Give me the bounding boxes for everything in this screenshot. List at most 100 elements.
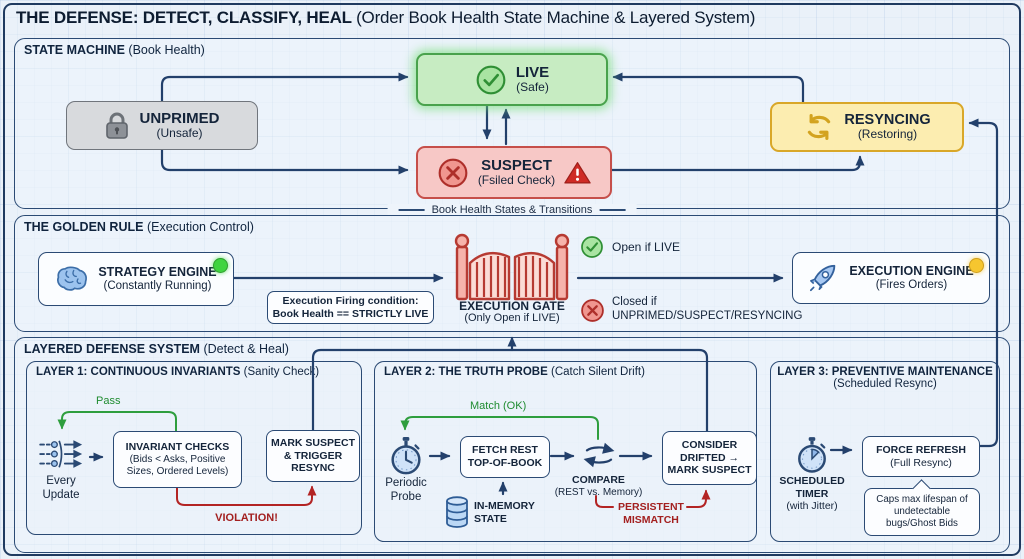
scheduled-timer-line3: (with Jitter) xyxy=(786,500,838,513)
periodic-probe-line1: Periodic xyxy=(385,477,427,489)
fetch-rest-box: FETCH REST TOP-OF-BOOK xyxy=(460,436,550,478)
state-unprimed: UNPRIMED (Unsafe) xyxy=(66,101,258,150)
scheduled-timer-line1: SCHEDULED xyxy=(779,475,845,487)
force-refresh-line2: (Full Resync) xyxy=(890,456,952,469)
live-label: LIVE xyxy=(515,63,550,81)
layer2-header-rest: (Catch Silent Drift) xyxy=(551,366,645,378)
unprimed-label: UNPRIMED xyxy=(139,109,220,127)
warning-triangle-icon xyxy=(564,161,591,184)
running-status-dot xyxy=(213,258,228,273)
match-ok-label: Match (OK) xyxy=(470,400,527,412)
closed-x-icon xyxy=(581,299,604,322)
force-refresh-line1: FORCE REFRESH xyxy=(876,443,966,456)
lifespan-note-bubble: Caps max lifespan of undetectable bugs/G… xyxy=(864,488,980,536)
periodic-probe-line2: Probe xyxy=(390,490,422,503)
persistent-mismatch-label: PERSISTENT MISMATCH xyxy=(614,501,688,526)
x-circle-icon xyxy=(438,158,468,187)
layer2-header-bold: LAYER 2: THE TRUTH PROBE xyxy=(384,366,548,378)
live-sublabel: (Safe) xyxy=(516,80,549,95)
layer2-header: LAYER 2: THE TRUTH PROBE (Catch Silent D… xyxy=(384,366,645,378)
title-main: THE DEFENSE: DETECT, CLASSIFY, HEAL xyxy=(16,8,352,27)
state-machine-header-rest: (Book Health) xyxy=(128,43,205,57)
scheduled-clock-icon xyxy=(798,437,826,473)
check-circle-icon xyxy=(476,65,506,94)
strategy-engine-sublabel: (Constantly Running) xyxy=(103,279,212,292)
open-check-icon xyxy=(581,236,603,258)
firing-condition-line2: Book Health == STRICTLY LIVE xyxy=(272,307,429,320)
database-icon xyxy=(446,496,468,528)
closed-rule-line2: UNPRIMED/SUSPECT/RESYNCING xyxy=(612,310,803,322)
compare-line1: COMPARE xyxy=(572,474,625,486)
in-memory-line2: STATE xyxy=(474,512,507,525)
mark-suspect-line3: RESYNC xyxy=(291,462,335,475)
scheduled-timer-label: SCHEDULED TIMER (with Jitter) xyxy=(774,475,850,513)
resyncing-sublabel: (Restoring) xyxy=(857,127,918,142)
execution-engine-label: EXECUTION ENGINE xyxy=(849,264,974,279)
golden-rule-header-bold: THE GOLDEN RULE xyxy=(24,220,144,234)
state-resyncing: RESYNCING (Restoring) xyxy=(770,102,964,152)
violation-label: VIOLATION! xyxy=(215,512,278,524)
layered-defense-header-bold: LAYERED DEFENSE SYSTEM xyxy=(24,342,200,356)
periodic-probe-label: Periodic Probe xyxy=(378,477,434,505)
invariant-checks-box: INVARIANT CHECKS (Bids < Asks, Positive … xyxy=(113,431,242,488)
state-suspect: SUSPECT (Fsiled Check) xyxy=(416,146,612,199)
idle-status-dot xyxy=(969,258,984,273)
consider-drifted-line3: MARK SUSPECT xyxy=(667,464,752,477)
compare-line2: (REST vs. Memory) xyxy=(554,486,643,498)
execution-engine-sublabel: (Fires Orders) xyxy=(875,278,948,291)
brain-icon xyxy=(57,266,88,291)
invariant-checks-line3: Sizes, Ordered Levels) xyxy=(126,465,229,477)
strategy-engine-label: STRATEGY ENGINE xyxy=(98,265,217,280)
consider-drifted-line2: DRIFTED → xyxy=(680,451,739,464)
unprimed-sublabel: (Unsafe) xyxy=(156,126,203,141)
lock-icon xyxy=(106,112,129,139)
firing-condition-note: Execution Firing condition: Book Health … xyxy=(267,291,434,324)
consider-drifted-line1: CONSIDER xyxy=(681,438,738,451)
layered-defense-header: LAYERED DEFENSE SYSTEM (Detect & Heal) xyxy=(24,342,289,356)
resyncing-label: RESYNCING xyxy=(844,111,931,128)
fetch-rest-line1: FETCH REST xyxy=(472,444,538,457)
title-sub: (Order Book Health State Machine & Layer… xyxy=(356,8,756,27)
in-memory-state-label: IN-MEMORY STATE xyxy=(474,500,535,525)
suspect-sublabel: (Fsiled Check) xyxy=(477,173,556,188)
page-title: THE DEFENSE: DETECT, CLASSIFY, HEAL (Ord… xyxy=(16,8,755,28)
state-machine-header-bold: STATE MACHINE xyxy=(24,43,125,57)
outer-frame xyxy=(3,3,1021,556)
firing-condition-line1: Execution Firing condition: xyxy=(282,294,419,307)
persistent-mismatch-line1: PERSISTENT xyxy=(618,501,684,513)
every-update-line1: Every xyxy=(46,475,76,487)
execution-gate-label: EXECUTION GATE xyxy=(459,299,565,313)
compare-arrows-icon xyxy=(583,442,615,468)
gate-icon xyxy=(454,233,570,301)
golden-rule-header: THE GOLDEN RULE (Execution Control) xyxy=(24,220,254,234)
mark-suspect-line1: MARK SUSPECT xyxy=(270,436,355,449)
layer1-header-bold: LAYER 1: CONTINUOUS INVARIANTS xyxy=(36,366,241,378)
in-memory-line1: IN-MEMORY xyxy=(474,500,535,512)
mark-suspect-box: MARK SUSPECT & TRIGGER RESYNC xyxy=(266,430,360,482)
consider-drifted-box: CONSIDER DRIFTED → MARK SUSPECT xyxy=(662,431,757,485)
closed-rule-line1: Closed if xyxy=(612,296,657,308)
sync-icon xyxy=(808,114,831,140)
layer3-header-bold: LAYER 3: PREVENTIVE MAINTENANCE xyxy=(777,366,993,378)
persistent-mismatch-line2: MISMATCH xyxy=(623,513,679,526)
rocket-icon xyxy=(810,264,836,292)
layer3-header: LAYER 3: PREVENTIVE MAINTENANCE (Schedul… xyxy=(771,366,999,390)
lifespan-note-line2: undetectable xyxy=(893,505,951,517)
suspect-label: SUSPECT xyxy=(481,156,552,174)
every-update-line2: Update xyxy=(42,488,80,501)
layer1-header: LAYER 1: CONTINUOUS INVARIANTS (Sanity C… xyxy=(36,366,319,378)
stopwatch-icon xyxy=(391,436,421,475)
state-machine-header: STATE MACHINE (Book Health) xyxy=(24,43,205,57)
force-refresh-box: FORCE REFRESH (Full Resync) xyxy=(862,436,980,477)
lifespan-note-line3: bugs/Ghost Bids xyxy=(886,518,958,530)
invariant-checks-line1: INVARIANT CHECKS xyxy=(125,440,230,453)
execution-engine-node: EXECUTION ENGINE (Fires Orders) xyxy=(792,252,990,304)
execution-gate-sublabel: (Only Open if LIVE) xyxy=(464,312,560,324)
compare-label: COMPARE (REST vs. Memory) xyxy=(546,474,651,499)
strategy-engine-node: STRATEGY ENGINE (Constantly Running) xyxy=(38,252,234,306)
mark-suspect-line2: & TRIGGER xyxy=(283,449,343,462)
stream-updates-icon xyxy=(39,440,83,468)
open-rule-label: Open if LIVE xyxy=(612,240,681,254)
every-update-label: Every Update xyxy=(32,475,90,503)
